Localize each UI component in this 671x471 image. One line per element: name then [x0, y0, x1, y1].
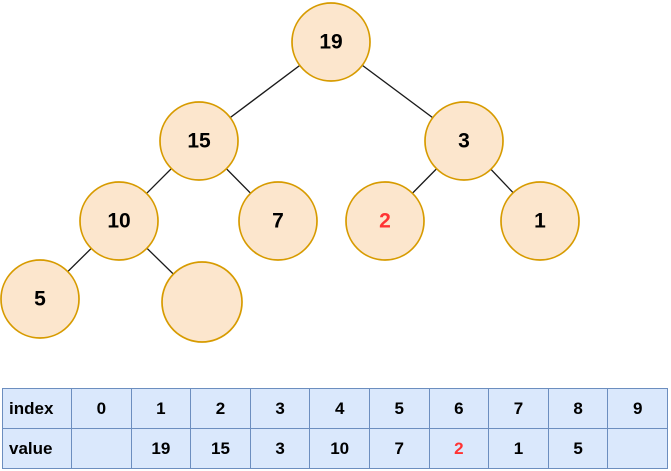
tree-node-15 — [159, 101, 239, 181]
tree-node-2 — [345, 181, 425, 261]
tree-node-3 — [424, 101, 504, 181]
tree-node-19 — [291, 2, 371, 82]
tree-node-empty — [161, 261, 243, 343]
tree-node-label: 2 — [379, 210, 391, 233]
index-cell-5: 5 — [368, 388, 430, 429]
index-cell-3: 3 — [249, 388, 311, 429]
index-cell-9: 9 — [607, 388, 668, 429]
index-cell-7: 7 — [488, 388, 549, 429]
index-cell-4: 4 — [309, 388, 370, 429]
value-cell-1: 19 — [130, 428, 192, 469]
tree-node-label: 1 — [534, 210, 546, 233]
tree-node-label: 7 — [272, 210, 284, 233]
value-cell-0 — [71, 428, 132, 469]
index-cell-1: 1 — [130, 388, 192, 429]
value-cell-7: 1 — [488, 428, 549, 469]
tree-node-label: 19 — [319, 31, 342, 54]
index-cell-2: 2 — [190, 388, 251, 429]
index-cell-8: 8 — [547, 388, 609, 429]
tree-node-10 — [79, 181, 159, 261]
tree-node-label: 3 — [458, 130, 470, 153]
value-cell-2: 15 — [190, 428, 251, 469]
row-header-index: index — [2, 388, 72, 429]
tree-node-label: 10 — [107, 210, 130, 233]
index-cell-6: 6 — [428, 388, 490, 429]
value-cell-4: 10 — [309, 428, 370, 469]
value-cell-5: 7 — [368, 428, 430, 469]
tree-node-7 — [238, 181, 318, 261]
tree-node-label: 15 — [187, 130, 211, 153]
tree-node-label: 5 — [34, 288, 46, 311]
value-cell-9 — [607, 428, 668, 469]
tree-node-5 — [0, 259, 80, 339]
value-cell-6: 2 — [428, 428, 490, 469]
value-cell-8: 5 — [547, 428, 609, 469]
index-cell-0: 0 — [71, 388, 132, 429]
value-cell-3: 3 — [249, 428, 311, 469]
row-header-value: value — [2, 428, 72, 469]
tree-node-1 — [500, 181, 580, 261]
